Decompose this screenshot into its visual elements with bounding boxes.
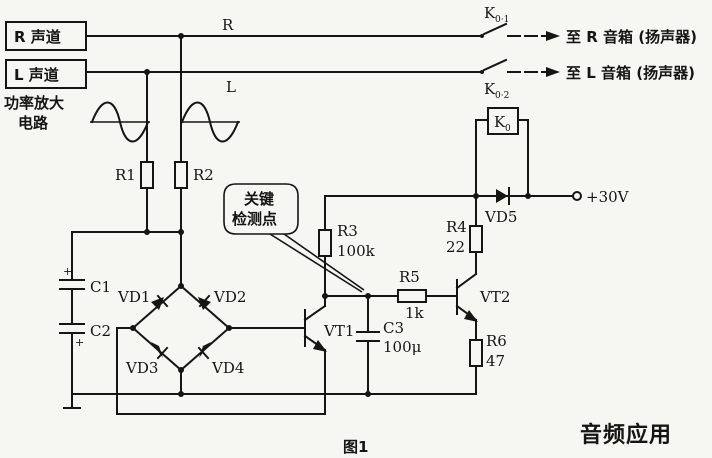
r-out-arrow (546, 31, 560, 41)
k02-sub: 0·2 (495, 91, 509, 101)
l-channel-label: L 声道 (14, 66, 59, 84)
output-lines: R L K 0·1 至 R 音箱 (扬声器) 至 L 音箱 (扬声器) (85, 4, 697, 96)
r4-resistor: R4 22 (446, 193, 483, 275)
r6-resistor: R6 47 (469, 319, 507, 395)
vt2-transistor: VT2 (455, 272, 510, 322)
vd4-label: VD4 (211, 359, 244, 377)
c3-label: C3 (383, 319, 404, 337)
r1-label: R1 (115, 166, 136, 184)
vd3-diode-icon (151, 342, 163, 358)
l-out-arrow (546, 67, 560, 77)
callout-pointer-a (269, 233, 363, 293)
brand-label: 音频应用 (580, 422, 672, 448)
k01-contact-pivot (480, 34, 484, 38)
r5-resistor: R5 1k (397, 268, 456, 322)
r3-label: R3 (337, 222, 358, 240)
figure-caption: 图1 (343, 438, 368, 456)
k02-contact-pivot (480, 70, 484, 74)
c2-plus: + (75, 336, 84, 349)
key-detection-callout: 关键 检测点 (223, 183, 365, 293)
k02-label: K (484, 80, 496, 98)
relay-coil: K 0 K 0·2 (475, 80, 531, 199)
c2-label: C2 (90, 322, 111, 340)
c3-capacitor: C3 100μ (356, 295, 422, 397)
k01-contact-blade (482, 22, 508, 36)
r-channel-box (5, 21, 87, 51)
coil-label: K (494, 113, 506, 131)
vd5-diode-icon (496, 189, 508, 203)
l-line-label: L (226, 78, 236, 96)
callout-pointer-b (283, 233, 365, 291)
vd1-label: VD1 (117, 288, 150, 306)
k01-sub: 0·1 (495, 15, 509, 25)
r2-label: R2 (193, 166, 214, 184)
vd2-diode-icon (198, 297, 211, 310)
vd2-label: VD2 (213, 288, 246, 306)
c2-capacitor: + C2 (59, 288, 111, 409)
k01-label: K (484, 4, 496, 22)
amp-name-line2: 电路 (18, 114, 49, 132)
r5-value: 1k (405, 304, 425, 322)
r6-label: R6 (486, 332, 507, 350)
bridge-rectifier: VD1 VD2 VD3 VD4 (117, 283, 246, 377)
r5-label: R5 (399, 268, 420, 286)
vd5-diode: VD5 (484, 187, 517, 226)
r1-resistor: R1 (115, 69, 154, 233)
vt1-transistor: VT1 (303, 295, 354, 415)
r-channel-label: R 声道 (14, 28, 61, 46)
vt2-label: VT2 (479, 288, 510, 306)
r4-value: 22 (446, 238, 465, 256)
callout-bubble (223, 183, 299, 235)
relay-coil-box (487, 107, 519, 135)
c3-value: 100μ (383, 338, 422, 356)
l-out-label: 至 L 音箱 (扬声器) (566, 64, 695, 82)
supply-label: +30V (586, 188, 630, 206)
vd4-diode-icon (199, 342, 211, 358)
c1-label: C1 (90, 278, 111, 296)
r-out-label: 至 R 音箱 (扬声器) (566, 28, 697, 46)
r-line-label: R (222, 16, 234, 34)
amplifier-block: R 声道 L 声道 功率放大 电路 (4, 21, 87, 132)
callout-line1: 关键 (244, 190, 274, 208)
k02-contact-blade (482, 58, 508, 72)
vd3-label: VD3 (125, 359, 158, 377)
r4-label: R4 (446, 218, 467, 236)
l-channel-box (5, 59, 87, 89)
amp-name-line1: 功率放大 (4, 94, 64, 112)
vd5-label: VD5 (484, 208, 517, 226)
vt1-label: VT1 (323, 322, 354, 340)
coil-sub: 0 (505, 124, 511, 134)
callout-line2: 检测点 (232, 210, 277, 228)
supply-terminal (572, 191, 582, 201)
r6-value: 47 (486, 352, 505, 370)
r2-resistor: R2 (144, 33, 214, 287)
c1-capacitor: + C1 (59, 231, 111, 296)
r3-value: 100k (337, 242, 376, 260)
c1-plus: + (63, 265, 72, 278)
